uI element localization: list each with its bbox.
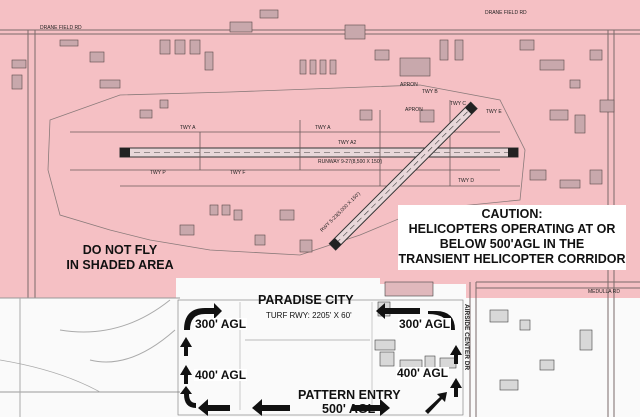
runway-label-9-27: RUNWAY 9-27(8,500 X 150') [318,159,383,165]
pattern-entry-altitude: 500' AGL [322,402,376,416]
no-fly-notice: DO NOT FLY IN SHADED AREA [62,243,178,273]
no-fly-line-2: IN SHADED AREA [66,258,174,272]
altitude-label-ne: 300' AGL [398,317,452,331]
paradise-city-title: PARADISE CITY [258,293,354,307]
caution-line-4: TRANSIENT HELICOPTER CORRIDOR [398,252,626,266]
apron-label-north: APRON [400,82,418,88]
taxiway-label-a2: TWY A2 [338,140,357,146]
pattern-entry-label: PATTERN ENTRY [298,388,401,402]
airfield-boundary [47,84,526,256]
taxiway-label-f: TWY F [230,170,246,176]
runway-9-27 [119,147,519,158]
taxiway-label-c: TWY C [450,101,467,107]
caution-line-2: HELICOPTERS OPERATING AT OR [408,222,616,236]
runway-5-23 [328,101,478,251]
taxiway-label-a-west: TWY A [180,125,196,131]
altitude-label-sw: 400' AGL [194,368,248,382]
road-label-drane-field-west: DRANE FIELD RD [40,25,82,31]
caution-notice: CAUTION: HELICOPTERS OPERATING AT OR BEL… [398,205,626,270]
taxiway-label-p: TWY P [150,170,166,176]
taxiway-label-e: TWY E [486,109,502,115]
altitude-label-se: 400' AGL [396,366,450,380]
caution-title: CAUTION: [481,207,543,221]
no-fly-line-1: DO NOT FLY [82,243,158,257]
pattern-arrows [180,303,462,416]
turf-runway-label: TURF RWY: 2205' X 60' [266,311,352,320]
altitude-label-nw: 300' AGL [194,317,248,331]
apron-label-south: APRON [405,107,423,113]
taxiway-label-b: TWY B [422,89,438,95]
taxiway-label-a-east: TWY A [315,125,331,131]
road-label-medulla: MEDULLA RD [588,289,620,295]
taxiway-label-d: TWY D [458,178,475,184]
road-label-drane-field-east: DRANE FIELD RD [485,10,527,16]
caution-line-3: BELOW 500'AGL IN THE [439,237,585,251]
road-label-airside-center: AIRSIDE CENTER DR [463,304,470,371]
taxiways [70,100,520,187]
